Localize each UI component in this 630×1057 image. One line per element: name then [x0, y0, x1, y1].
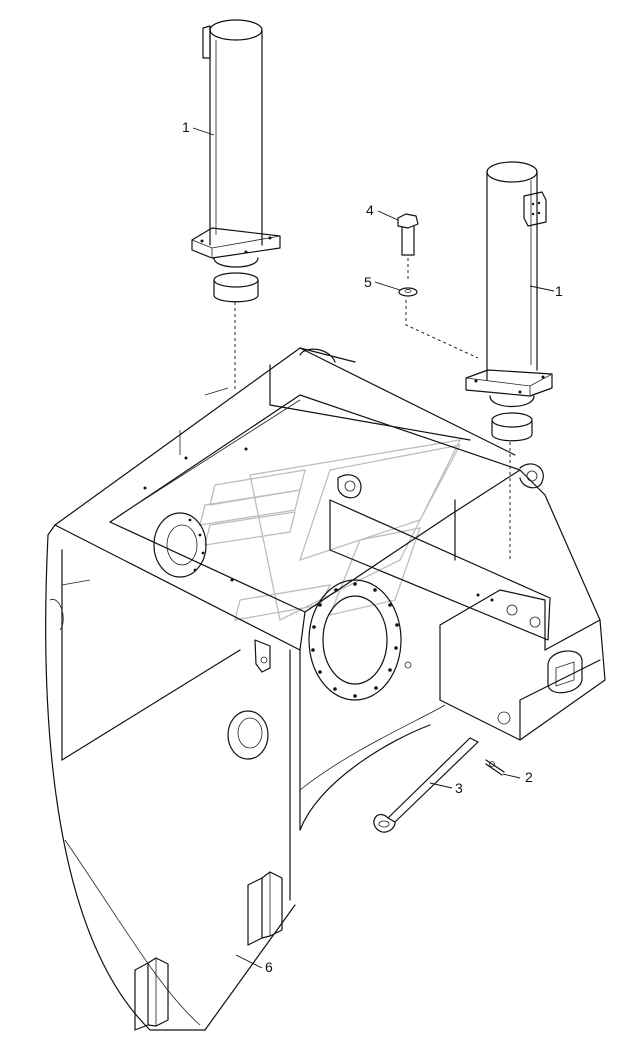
callout-4: 4: [366, 202, 374, 218]
watermark-logo: [199, 439, 462, 621]
leader-lines: [192, 127, 555, 969]
pin: [373, 737, 479, 833]
callout-3: 3: [455, 780, 463, 796]
callout-1-left: 1: [182, 119, 190, 135]
callout-6: 6: [265, 959, 273, 975]
loader-frame: [45, 347, 606, 1031]
washer: [398, 287, 479, 359]
callout-5: 5: [364, 274, 372, 290]
cylinder-left: [191, 19, 281, 390]
bolt: [397, 213, 419, 282]
callout-1-right: 1: [555, 283, 563, 299]
cotter-pin: [485, 759, 505, 776]
cylinder-right: [465, 161, 553, 560]
callout-2: 2: [525, 769, 533, 785]
